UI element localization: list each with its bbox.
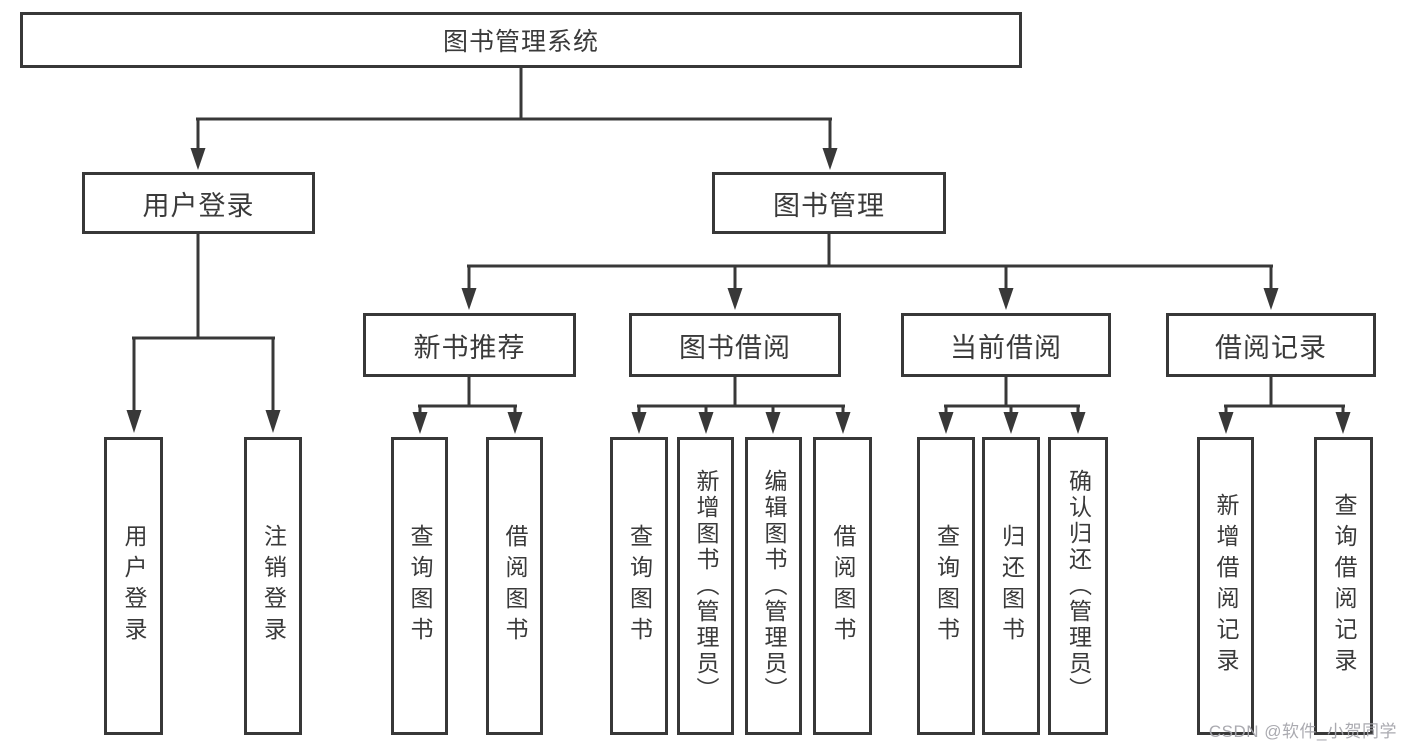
node-current-borrowing: 当前借阅 [901, 313, 1111, 377]
node-query-books-current: 查询图书 [917, 437, 975, 735]
connector-manage-to-level3 [461, 234, 1279, 310]
node-borrow-books-recommend: 借阅图书 [486, 437, 543, 735]
node-logout-leaf: 注销登录 [244, 437, 302, 735]
node-query-borrow-record: 查询借阅记录 [1314, 437, 1373, 735]
node-user-login-leaf: 用户登录 [104, 437, 163, 735]
node-add-borrow-record: 新增借阅记录 [1197, 437, 1254, 735]
connector-root-to-level2 [190, 68, 838, 170]
csdn-watermark: CSDN @软件_小贺同学 [1208, 722, 1397, 741]
connector-borrow-to-leaves [631, 377, 851, 434]
node-user-login: 用户登录 [82, 172, 315, 234]
node-library-management-system: 图书管理系统 [20, 12, 1022, 68]
connector-current-to-leaves [938, 377, 1086, 434]
node-book-borrowing: 图书借阅 [629, 313, 841, 377]
node-query-books-recommend: 查询图书 [391, 437, 448, 735]
node-query-books-borrow: 查询图书 [610, 437, 668, 735]
node-add-book-admin: 新增图书（管理员） [677, 437, 734, 735]
node-confirm-return-admin: 确认归还（管理员） [1048, 437, 1108, 735]
node-return-books: 归还图书 [982, 437, 1040, 735]
connector-records-to-leaves [1218, 377, 1351, 434]
node-new-book-recommend: 新书推荐 [363, 313, 576, 377]
connector-recommend-to-leaves [412, 377, 523, 434]
node-borrow-books-leaf: 借阅图书 [813, 437, 872, 735]
node-borrow-records: 借阅记录 [1166, 313, 1376, 377]
node-edit-book-admin: 编辑图书（管理员） [745, 437, 802, 735]
node-book-management: 图书管理 [712, 172, 946, 234]
connector-login-to-leaves [126, 234, 281, 433]
